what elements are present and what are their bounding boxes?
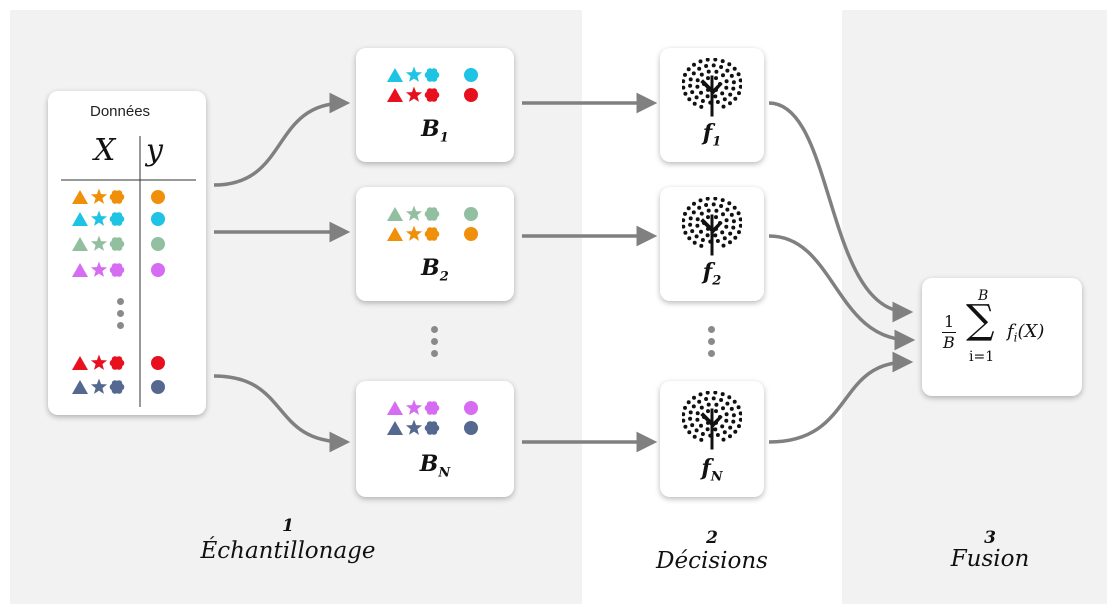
star-icon xyxy=(90,261,108,277)
fusion-sum-symbol: ∑ xyxy=(966,297,995,343)
star-icon xyxy=(405,66,423,82)
flower-icon xyxy=(424,421,440,435)
label-dot-icon xyxy=(151,263,165,277)
tree-icon xyxy=(682,58,742,117)
stage-2-number: 2 xyxy=(706,528,718,548)
model-card-2: f2 xyxy=(660,187,764,301)
triangle-icon xyxy=(72,237,88,251)
stage-2-name: Décisions xyxy=(656,548,768,574)
flower-icon xyxy=(424,401,440,415)
fusion-frac-den: B xyxy=(943,333,955,352)
flower-icon xyxy=(424,68,440,82)
label-dot-icon xyxy=(151,212,165,226)
triangle-icon xyxy=(72,190,88,204)
flower-icon xyxy=(109,212,125,226)
column-y-header: y xyxy=(146,133,163,168)
flower-icon xyxy=(109,190,125,204)
fusion-sum-top: B xyxy=(978,288,989,304)
model-1-label: f1 xyxy=(702,120,722,150)
label-dot-icon xyxy=(151,237,165,251)
bootstrap-n-samples xyxy=(387,399,478,435)
model-2-label: f2 xyxy=(702,259,722,289)
star-icon xyxy=(405,419,423,435)
flower-icon xyxy=(109,263,125,277)
fusion-term: fi(X) xyxy=(1007,321,1045,345)
stage-1-number: 1 xyxy=(282,516,294,536)
label-dot-icon xyxy=(151,356,165,370)
label-dot-icon xyxy=(464,421,478,435)
flower-icon xyxy=(424,207,440,221)
bootstrap-2-label: B2 xyxy=(421,255,449,285)
triangle-icon xyxy=(72,380,88,394)
triangle-icon xyxy=(387,88,403,102)
label-dot-icon xyxy=(151,380,165,394)
bootstrap-card-n: BN xyxy=(356,381,514,497)
data-rows xyxy=(72,188,165,394)
model-card-1: f1 xyxy=(660,48,764,162)
arrow-data-to-b1 xyxy=(213,92,351,187)
stage-3-number: 3 xyxy=(984,528,996,548)
label-dot-icon xyxy=(151,190,165,204)
tree-icon xyxy=(682,391,742,450)
stage-3-name: Fusion xyxy=(950,546,1030,572)
flower-icon xyxy=(424,227,440,241)
data-card: Données X y xyxy=(48,91,206,415)
arrow-f2-to-fusion xyxy=(768,234,916,351)
triangle-icon xyxy=(72,263,88,277)
star-icon xyxy=(405,399,423,415)
model-n-label: fN xyxy=(701,455,723,485)
star-icon xyxy=(90,188,108,204)
bootstrap-card-1: B1 xyxy=(356,48,514,162)
label-dot-icon xyxy=(464,88,478,102)
flower-icon xyxy=(109,237,125,251)
triangle-icon xyxy=(72,356,88,370)
bootstrap-1-label: B1 xyxy=(421,116,449,146)
data-table-lines xyxy=(61,136,196,407)
label-dot-icon xyxy=(464,227,478,241)
stage-1-name: Échantillonage xyxy=(200,538,376,564)
flower-icon xyxy=(424,88,440,102)
star-icon xyxy=(90,235,108,251)
bootstrap-2-samples xyxy=(387,205,478,241)
flower-icon xyxy=(109,356,125,370)
fusion-frac-num: 1 xyxy=(944,312,955,331)
model-card-n: fN xyxy=(660,381,764,497)
star-icon xyxy=(90,378,108,394)
bootstrap-card-2: B2 xyxy=(356,187,514,301)
star-icon xyxy=(90,210,108,226)
column-x-header: X xyxy=(94,133,116,168)
star-icon xyxy=(405,86,423,102)
star-icon xyxy=(90,354,108,370)
bootstrap-1-samples xyxy=(387,66,478,102)
label-dot-icon xyxy=(464,401,478,415)
data-card-title: Données xyxy=(90,103,151,120)
label-dot-icon xyxy=(464,207,478,221)
arrow-fn-to-fusion xyxy=(768,351,914,444)
bootstrap-n-label: BN xyxy=(419,451,451,481)
triangle-icon xyxy=(72,212,88,226)
flower-icon xyxy=(109,380,125,394)
triangle-icon xyxy=(387,401,403,415)
triangle-icon xyxy=(387,207,403,221)
arrow-f1-to-fusion xyxy=(768,101,914,323)
fusion-sum-bottom: i=1 xyxy=(969,349,995,365)
triangle-icon xyxy=(387,421,403,435)
arrow-data-to-bn xyxy=(213,374,351,453)
fusion-frac-bar xyxy=(942,332,956,333)
star-icon xyxy=(405,205,423,221)
tree-icon xyxy=(682,197,742,256)
star-icon xyxy=(405,225,423,241)
triangle-icon xyxy=(387,227,403,241)
triangle-icon xyxy=(387,68,403,82)
fusion-card: 1 B B ∑ i=1 fi(X) xyxy=(922,278,1082,396)
label-dot-icon xyxy=(464,68,478,82)
